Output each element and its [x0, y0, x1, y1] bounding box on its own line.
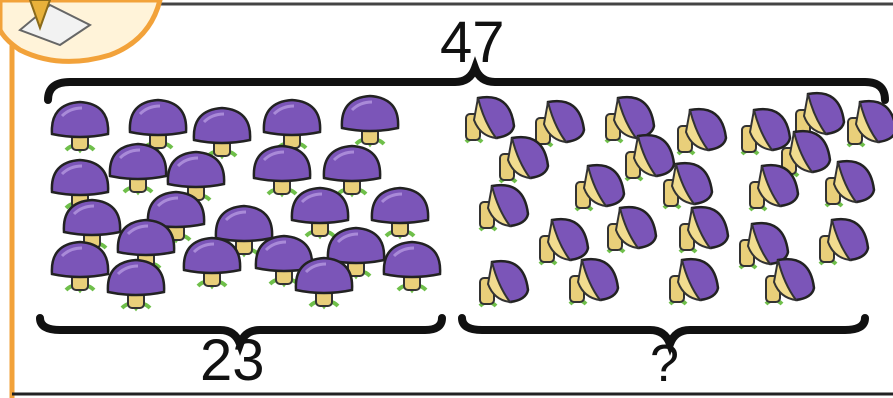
mushroom-icon [678, 109, 726, 154]
mushroom-icon [826, 161, 874, 206]
mushroom-icon [254, 146, 310, 194]
mushroom-icon [296, 258, 352, 306]
left-mushroom-group [52, 96, 440, 308]
mushroom-icon [680, 207, 728, 252]
mushroom-icon [342, 96, 398, 144]
mushroom-icon [184, 238, 240, 286]
mushroom-icon [626, 135, 674, 180]
mushroom-icon [372, 188, 428, 236]
mushroom-icon [608, 207, 656, 252]
right-mushroom-group [466, 93, 893, 306]
mushroom-icon [742, 109, 790, 154]
mushroom-icon [820, 219, 868, 264]
mushroom-icon [576, 165, 624, 210]
mushroom-icon [194, 108, 250, 156]
unknown-count-label: ? [650, 338, 679, 390]
mushroom-icon [766, 259, 814, 304]
mushroom-icon [130, 100, 186, 148]
mushroom-icon [324, 146, 380, 194]
left-group-count-label: 23 [200, 332, 265, 390]
mushroom-icon [536, 101, 584, 146]
mushroom-icon [540, 219, 588, 264]
mushroom-icon [480, 261, 528, 306]
mushroom-icon [64, 200, 120, 248]
notebook-pencil-icon [0, 0, 160, 61]
mushroom-icon [52, 242, 108, 290]
mushroom-icon [110, 144, 166, 192]
mushroom-icon [108, 260, 164, 308]
mushroom-icon [264, 100, 320, 148]
mushroom-icon [848, 101, 893, 146]
mushroom-icon [480, 185, 528, 230]
mushroom-icon [52, 102, 108, 150]
mushroom-icon [670, 259, 718, 304]
mushroom-icon [570, 259, 618, 304]
mushroom-icon [466, 97, 514, 142]
mushroom-icon [384, 242, 440, 290]
total-count-label: 47 [440, 14, 505, 72]
mushroom-icon [292, 188, 348, 236]
